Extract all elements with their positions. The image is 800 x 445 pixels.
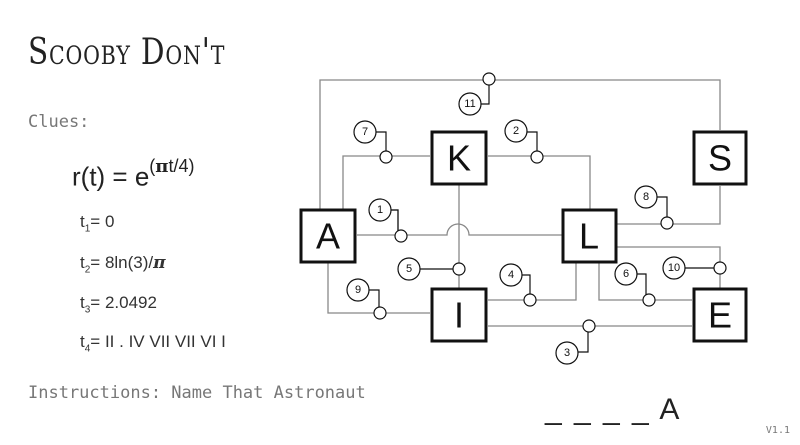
switch-7[interactable]: 7 [353,120,393,164]
svg-text:2: 2 [513,125,519,137]
clue-t2: t2= 8ln(3)/π [80,253,166,276]
switch-3[interactable]: 3 [555,319,596,365]
clues-label: Clues: [28,112,90,132]
clue-t3: t3= 2.0492 [80,293,157,316]
box-l[interactable]: L [561,208,618,264]
box-k[interactable]: K [430,130,488,186]
svg-text:9: 9 [355,284,361,296]
svg-text:S: S [708,138,732,179]
box-e[interactable]: E [692,287,748,343]
svg-text:3: 3 [564,347,570,359]
svg-text:7: 7 [362,126,368,138]
svg-text:6: 6 [623,268,629,280]
formula: r(t) = e(πt/4) [72,156,195,193]
switch-1[interactable]: 1 [368,198,408,243]
svg-text:L: L [579,216,599,257]
svg-text:1: 1 [377,204,383,216]
switch-10[interactable]: 10 [662,256,727,280]
svg-text:10: 10 [668,262,680,274]
clue-t4: t4= II . IV VII VII VI I [80,332,226,355]
switch-11[interactable]: 11 [458,72,496,116]
clue-t1: t1= 0 [80,212,115,235]
version-label: V1.1 [765,425,790,436]
page-title: Scooby Don't [28,32,226,73]
box-a[interactable]: A [299,208,357,264]
svg-text:5: 5 [406,263,412,275]
svg-text:I: I [454,295,464,336]
switch-8[interactable]: 8 [634,185,674,230]
box-s[interactable]: S [692,130,748,186]
switch-9[interactable]: 9 [346,278,387,320]
formula-lhs: r(t) = e [72,161,150,192]
formula-exponent: (πt/4) [149,156,195,177]
instructions: Instructions: Name That Astronaut [28,383,366,403]
switch-4[interactable]: 4 [499,263,537,307]
svg-text:K: K [447,138,471,179]
svg-text:A: A [316,216,340,257]
svg-text:11: 11 [464,98,475,110]
switch-2[interactable]: 2 [504,119,544,164]
box-i[interactable]: I [430,287,488,343]
svg-text:E: E [708,295,732,336]
svg-text:4: 4 [508,269,514,281]
answer-blanks[interactable]: _ _ _ _ A [545,393,682,426]
switch-5[interactable]: 5 [397,257,466,281]
switch-6[interactable]: 6 [614,262,656,307]
svg-text:8: 8 [643,191,649,203]
